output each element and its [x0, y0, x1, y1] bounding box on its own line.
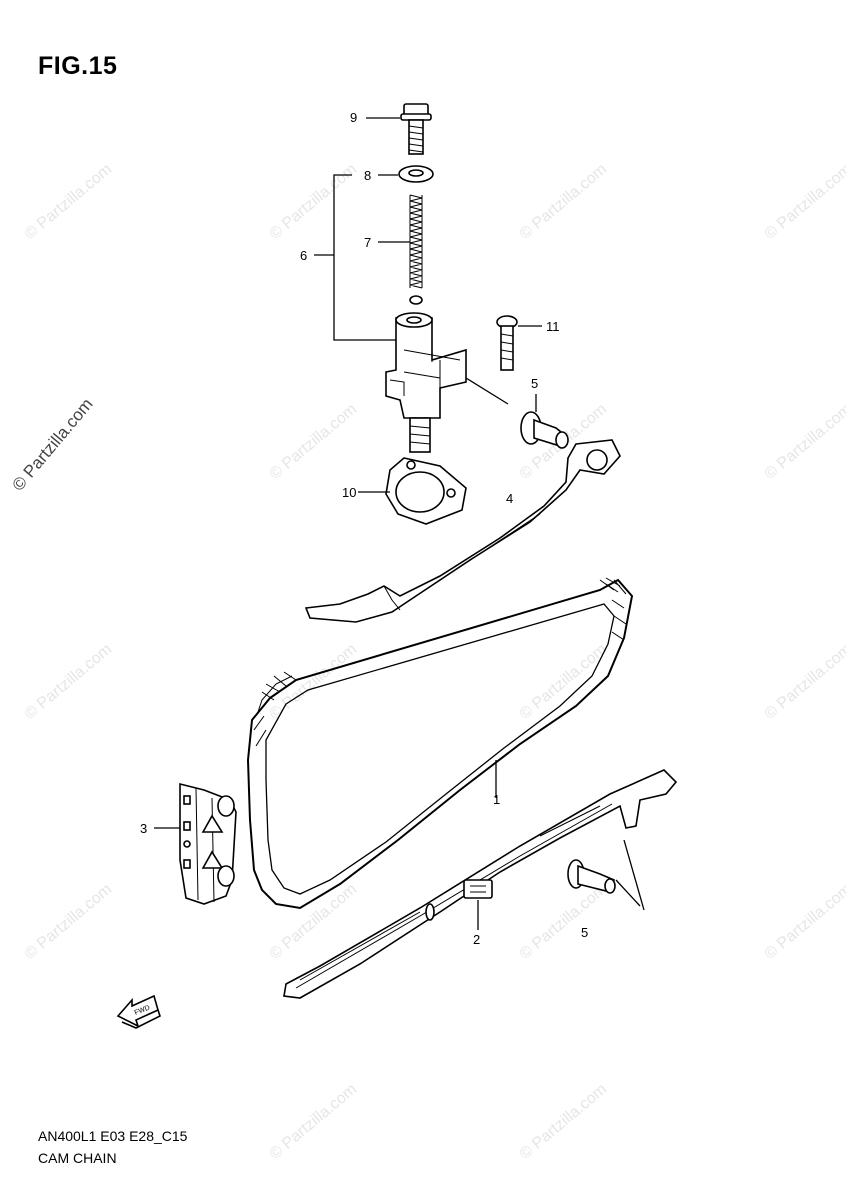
figure-title: FIG.15 — [38, 52, 118, 80]
callout-2: 2 — [473, 932, 480, 947]
callout-10: 10 — [342, 485, 356, 500]
chain-guide-part-2 — [283, 769, 678, 999]
callout-6: 6 — [300, 248, 307, 263]
fwd-arrow-icon: FWD — [116, 994, 161, 1029]
guide-bolt-part-5-lower — [567, 859, 616, 894]
bolt-part-11 — [496, 315, 518, 371]
watermark-text: © Partzilla.com — [517, 1081, 611, 1163]
cam-chain-part-1 — [246, 577, 634, 910]
watermark-text: © Partzilla.com — [22, 641, 116, 723]
washer-part-8 — [398, 165, 434, 183]
watermark-text-prominent: © Partzilla.com — [9, 395, 97, 495]
callout-4: 4 — [506, 491, 513, 506]
watermark-text: © Partzilla.com — [22, 881, 116, 963]
callout-9: 9 — [350, 110, 357, 125]
tensioner-guide-part-4 — [304, 439, 621, 623]
callout-8: 8 — [364, 168, 371, 183]
figure-name: CAM CHAIN — [38, 1150, 117, 1166]
chain-guide-part-3 — [179, 782, 237, 905]
watermark-text: © Partzilla.com — [762, 881, 846, 963]
callout-labels: 9 8 7 6 11 5 10 4 1 3 2 5 — [140, 110, 588, 947]
gasket-part-10 — [385, 457, 467, 525]
spring-part-7 — [409, 194, 423, 305]
watermark-text: © Partzilla.com — [517, 881, 611, 963]
callout-3: 3 — [140, 821, 147, 836]
leader-lines — [154, 117, 645, 930]
watermark-text: © Partzilla.com — [267, 1081, 361, 1163]
watermark-text: © Partzilla.com — [267, 401, 361, 483]
bolt-part-9 — [400, 103, 432, 155]
watermark-text: © Partzilla.com — [517, 161, 611, 243]
callout-1: 1 — [493, 792, 500, 807]
watermark-text: © Partzilla.com — [517, 641, 611, 723]
watermark-text: © Partzilla.com — [762, 641, 846, 723]
watermark-text: © Partzilla.com — [267, 161, 361, 243]
callout-11: 11 — [546, 319, 560, 334]
watermark-text: © Partzilla.com — [762, 401, 846, 483]
guide-bolt-part-5-upper — [520, 411, 569, 449]
watermark-text: © Partzilla.com — [22, 161, 116, 243]
callout-5-upper: 5 — [531, 376, 538, 391]
tensioner-part-6 — [385, 312, 467, 453]
watermark-text: © Partzilla.com — [762, 161, 846, 243]
figure-code: AN400L1 E03 E28_C15 — [38, 1128, 188, 1144]
callout-5-lower: 5 — [581, 925, 588, 940]
callout-7: 7 — [364, 235, 371, 250]
